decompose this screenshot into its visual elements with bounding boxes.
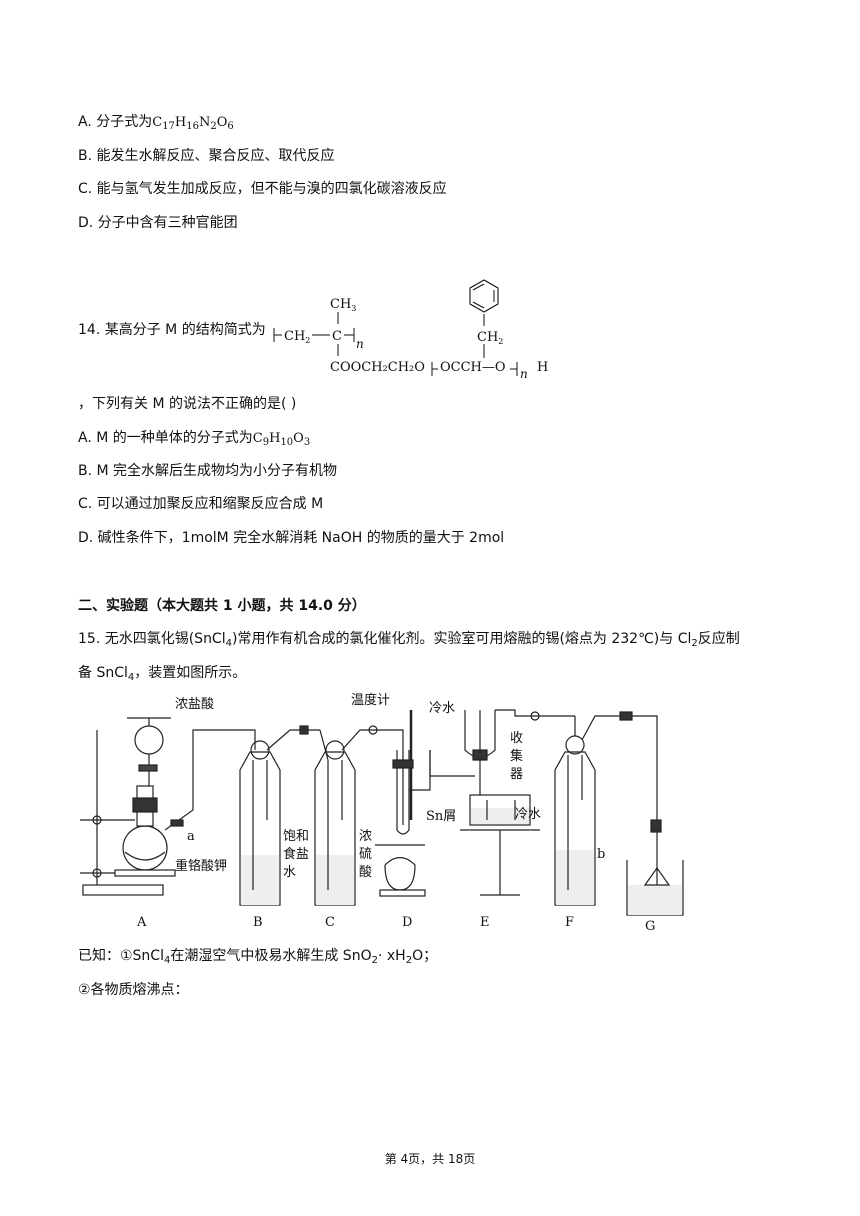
letter-e: E <box>480 915 490 930</box>
label-kcr: 重铬酸钾 <box>175 858 227 874</box>
label-a: a <box>187 829 195 844</box>
label-b: b <box>597 847 605 862</box>
q15-line2: 备 SnCl4，装置如图所示。 <box>78 665 247 683</box>
q15-known-2: ②各物质熔沸点： <box>78 982 189 998</box>
formula-c17h16n2o6: C17H16N2O6 <box>152 115 234 132</box>
label-collector-3: 器 <box>510 767 523 782</box>
occh-unit: OCCH—O <box>440 360 506 375</box>
quaternary-c: C <box>332 329 342 344</box>
q13-option-c: C. 能与氢气发生加成反应，但不能与溴的四氯化碳溶液反应 <box>78 181 447 197</box>
ester-chain: COOCH₂CH₂O <box>330 360 425 375</box>
letter-a: A <box>136 915 147 930</box>
label-h2so4-1: 浓 <box>359 829 372 844</box>
option-a-text: A. 分子式为 <box>78 114 153 130</box>
polymer-structure: CH3 CH2 C n COOCH₂CH₂O OCCH—O n H CH2 <box>273 279 548 378</box>
q14-option-c: C. 可以通过加聚反应和缩聚反应合成 M <box>78 496 324 512</box>
q13-option-a: A. 分子式为C17H16N2O6 <box>78 112 234 133</box>
label-sn: Sn屑 <box>426 809 456 824</box>
repeat-n1: n <box>356 337 364 351</box>
q14-option-d: D. 碱性条件下，1molM 完全水解消耗 NaOH 的物质的量大于 2mol <box>78 530 505 546</box>
label-cold-water-2: 冷水 <box>515 807 541 822</box>
q15-known-1: 已知：①SnCl4在潮湿空气中极易水解生成 SnO2· xH2O； <box>78 948 438 966</box>
q14-option-b: B. M 完全水解后生成物均为小分子有机物 <box>78 463 338 479</box>
label-brine-1: 饱和 <box>283 829 309 844</box>
label-brine-3: 水 <box>283 865 296 880</box>
q14-stem: 14. 某高分子 M 的结构简式为 <box>78 322 266 338</box>
letter-c: C <box>325 915 335 930</box>
end-h: H <box>537 360 548 375</box>
formula-c9h10o3: C9H10O3 <box>252 431 311 448</box>
q14-question: ，下列有关 M 的说法不正确的是( ) <box>78 396 297 412</box>
label-h2so4-3: 酸 <box>359 865 372 880</box>
ch2-benzyl: CH2 <box>477 330 503 346</box>
q14-option-a: A. M 的一种单体的分子式为C9H10O3 <box>78 430 311 448</box>
letter-f: F <box>565 915 574 930</box>
page-footer: 第 4页，共 18页 <box>384 1152 476 1166</box>
label-cold-water-1: 冷水 <box>429 701 455 716</box>
ch3-label: CH3 <box>330 297 356 313</box>
q13-option-b: B. 能发生水解反应、聚合反应、取代反应 <box>78 148 335 164</box>
q13-option-d: D. 分子中含有三种官能团 <box>78 215 238 231</box>
label-collector-2: 集 <box>510 748 523 764</box>
letter-b: B <box>253 915 263 930</box>
letter-d: D <box>402 915 412 930</box>
benzene-ring-icon <box>469 279 499 313</box>
label-hcl: 浓盐酸 <box>175 697 214 712</box>
section-heading: 二、实验题（本大题共 1 小题，共 14.0 分） <box>78 598 366 614</box>
ch2-unit: CH2 <box>284 329 310 345</box>
label-h2so4-2: 硫 <box>359 847 372 862</box>
label-collector-1: 收 <box>510 731 523 746</box>
q15-line1: 15. 无水四氯化锡(SnCl4)常用作有机合成的氯化催化剂。实验室可用熔融的锡… <box>78 631 740 649</box>
label-brine-2: 食盐 <box>283 846 309 862</box>
letter-g: G <box>645 919 655 934</box>
label-thermometer: 温度计 <box>351 692 390 708</box>
apparatus-diagram: 浓盐酸 温度计 冷水 收 集 器 冷水 Sn屑 a 重铬酸钾 饱和 食盐 水 浓… <box>80 692 684 934</box>
repeat-n2: n <box>520 367 528 378</box>
